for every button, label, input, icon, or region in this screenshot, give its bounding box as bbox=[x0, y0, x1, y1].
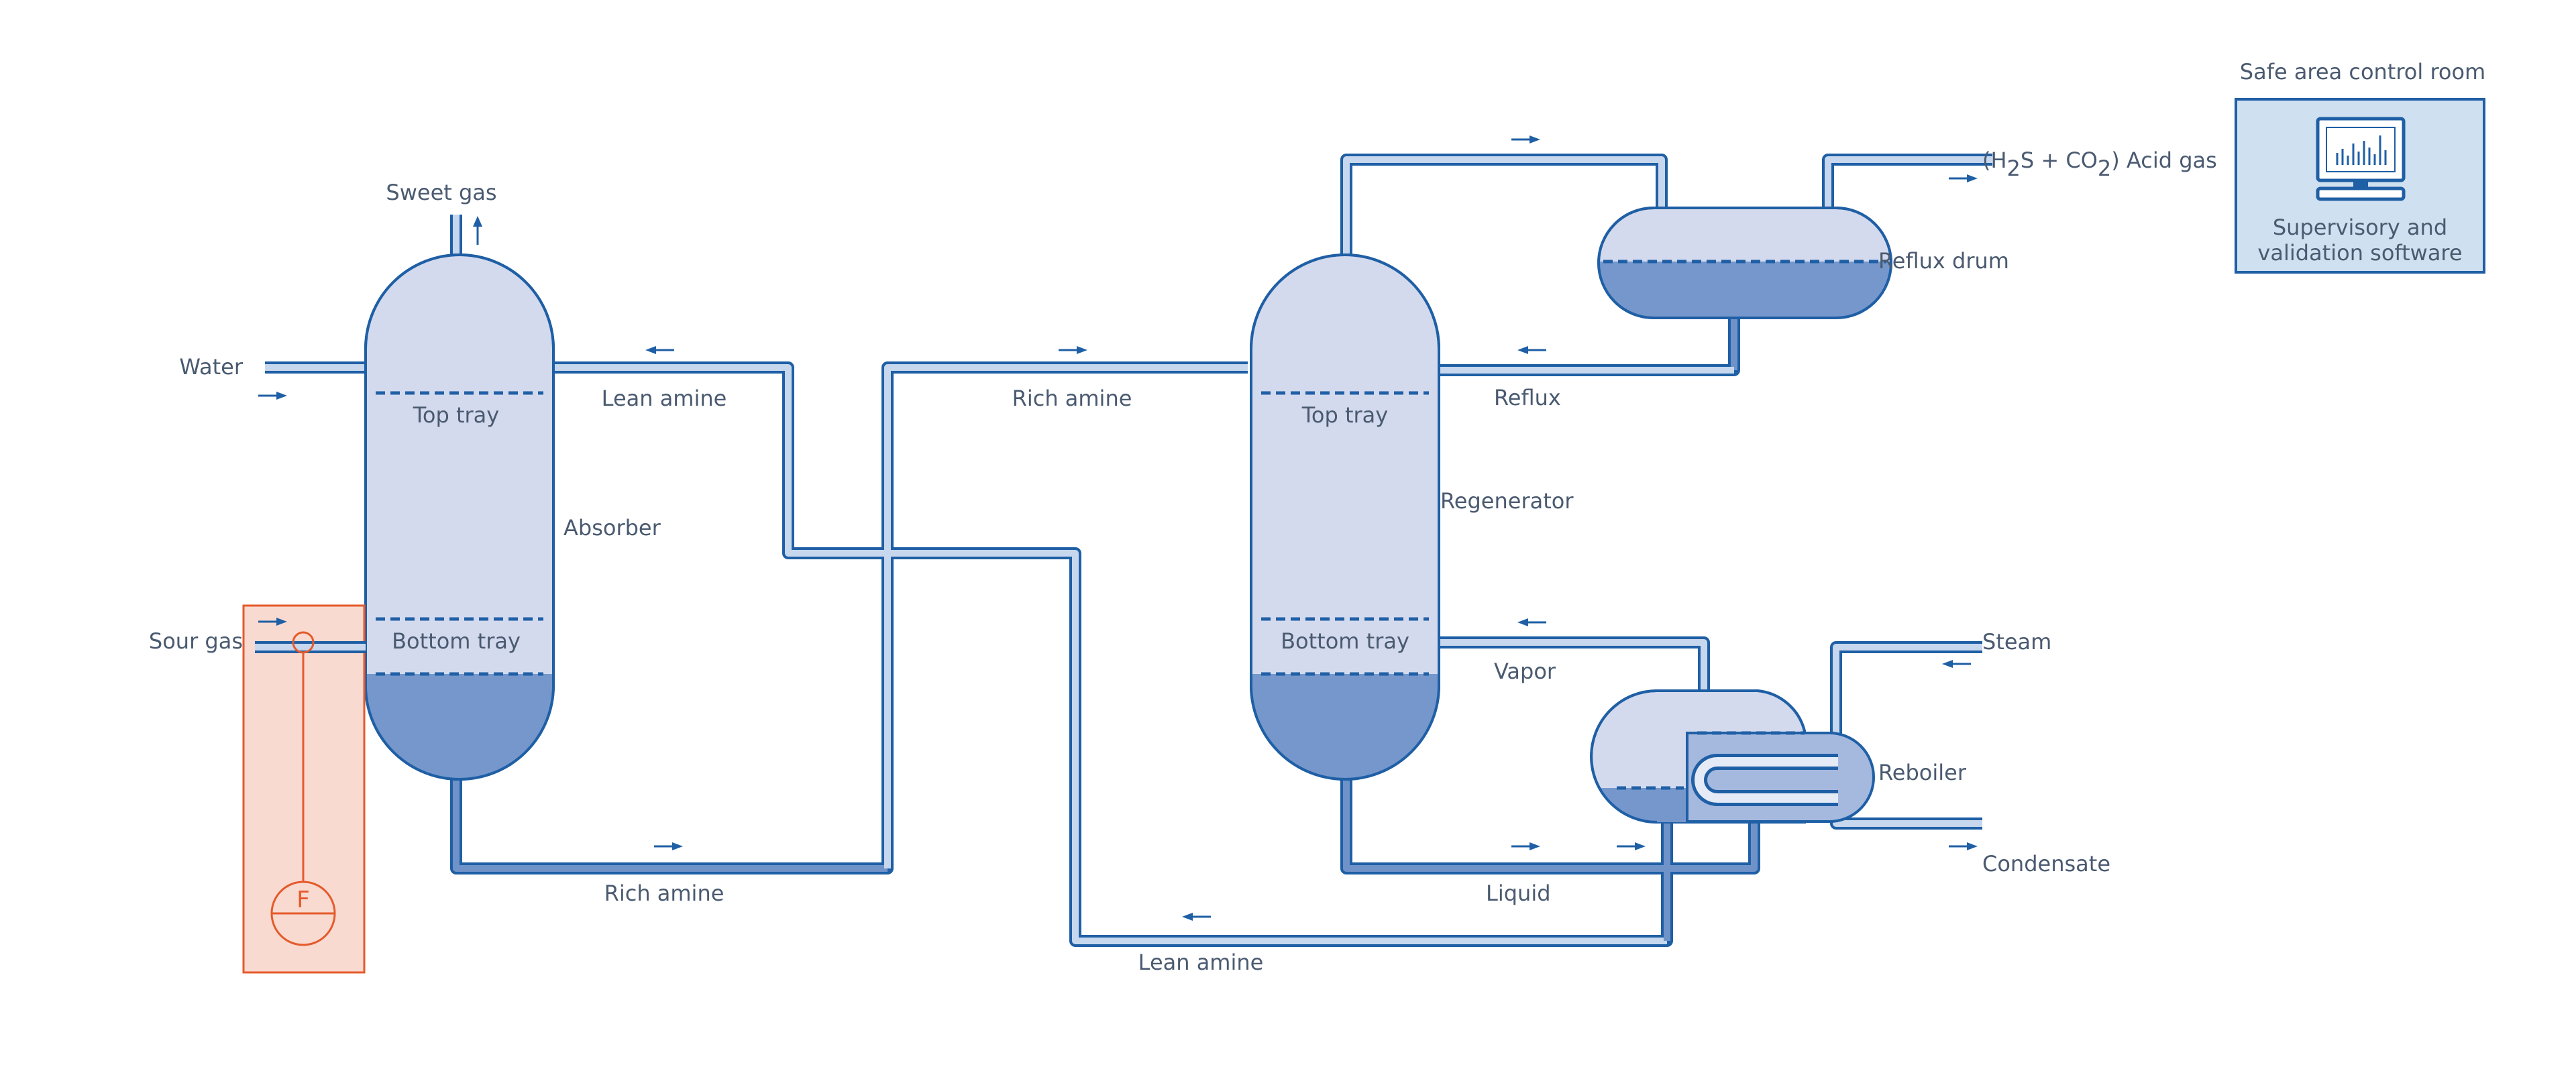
flow-arrow-icon bbox=[473, 216, 482, 245]
reflux-label: Reflux bbox=[1494, 385, 1561, 410]
labels: Sweet gas Water Sour gas Top tray Bottom… bbox=[149, 148, 2217, 975]
regenerator-label: Regenerator bbox=[1440, 488, 1574, 514]
regenerator-column[interactable] bbox=[1248, 253, 1442, 788]
flow-arrow-icon bbox=[1617, 842, 1646, 850]
liquid-label: Liquid bbox=[1486, 881, 1551, 906]
steam-label: Steam bbox=[1982, 629, 2051, 655]
reflux-drum-label: Reflux drum bbox=[1878, 248, 2009, 274]
flow-meter-symbol: F bbox=[297, 887, 310, 913]
flow-meter-instrument[interactable]: F bbox=[242, 604, 366, 974]
control-room-title: Safe area control room bbox=[2240, 59, 2485, 84]
flow-arrow-icon bbox=[258, 392, 287, 400]
reboiler-vessel[interactable] bbox=[1583, 689, 1875, 828]
control-room[interactable]: Safe area control room Supervisory and v… bbox=[2235, 59, 2485, 274]
flow-meter-icon: F bbox=[270, 881, 336, 946]
software-label-line2: validation software bbox=[2257, 240, 2462, 266]
regenerator-bottom-tray-label: Bottom tray bbox=[1281, 628, 1409, 654]
flow-arrow-icon bbox=[1517, 346, 1546, 354]
absorber-top-tray-label: Top tray bbox=[413, 402, 499, 428]
flow-arrow-icon bbox=[1949, 842, 1978, 850]
sour-gas-label: Sour gas bbox=[149, 628, 243, 654]
flow-arrow-icon bbox=[654, 842, 683, 850]
rich-amine-top-label: Rich amine bbox=[1012, 386, 1132, 411]
water-label: Water bbox=[179, 354, 243, 380]
sweet-gas-label: Sweet gas bbox=[386, 180, 496, 205]
regenerator-top-tray-label: Top tray bbox=[1301, 402, 1388, 428]
absorber-column[interactable] bbox=[362, 253, 557, 788]
rich-amine-bottom-label: Rich amine bbox=[604, 881, 724, 906]
vapor-label: Vapor bbox=[1494, 659, 1556, 684]
flow-arrow-icon bbox=[1511, 135, 1540, 144]
monitor-icon bbox=[2316, 117, 2406, 201]
absorber-bottom-tray-label: Bottom tray bbox=[392, 628, 521, 654]
flow-arrow-icon bbox=[1949, 174, 1978, 182]
flow-arrow-icon bbox=[1942, 660, 1971, 668]
software-label-line1: Supervisory and bbox=[2273, 215, 2447, 240]
acid-gas-label: (H2S + CO2) Acid gas bbox=[1982, 148, 2217, 181]
flow-arrow-icon bbox=[1517, 618, 1546, 626]
flow-arrow-icon bbox=[1511, 842, 1540, 850]
absorber-label: Absorber bbox=[564, 515, 661, 541]
flow-arrow-icon bbox=[1182, 913, 1211, 921]
flow-arrow-icon bbox=[1059, 346, 1087, 354]
flow-arrow-icon bbox=[645, 346, 674, 354]
reflux-drum-vessel[interactable] bbox=[1593, 207, 1895, 322]
lean-amine-top-label: Lean amine bbox=[602, 386, 727, 411]
condensate-label: Condensate bbox=[1982, 851, 2110, 877]
lean-amine-bottom-label: Lean amine bbox=[1138, 950, 1264, 975]
reboiler-label: Reboiler bbox=[1878, 760, 1967, 785]
